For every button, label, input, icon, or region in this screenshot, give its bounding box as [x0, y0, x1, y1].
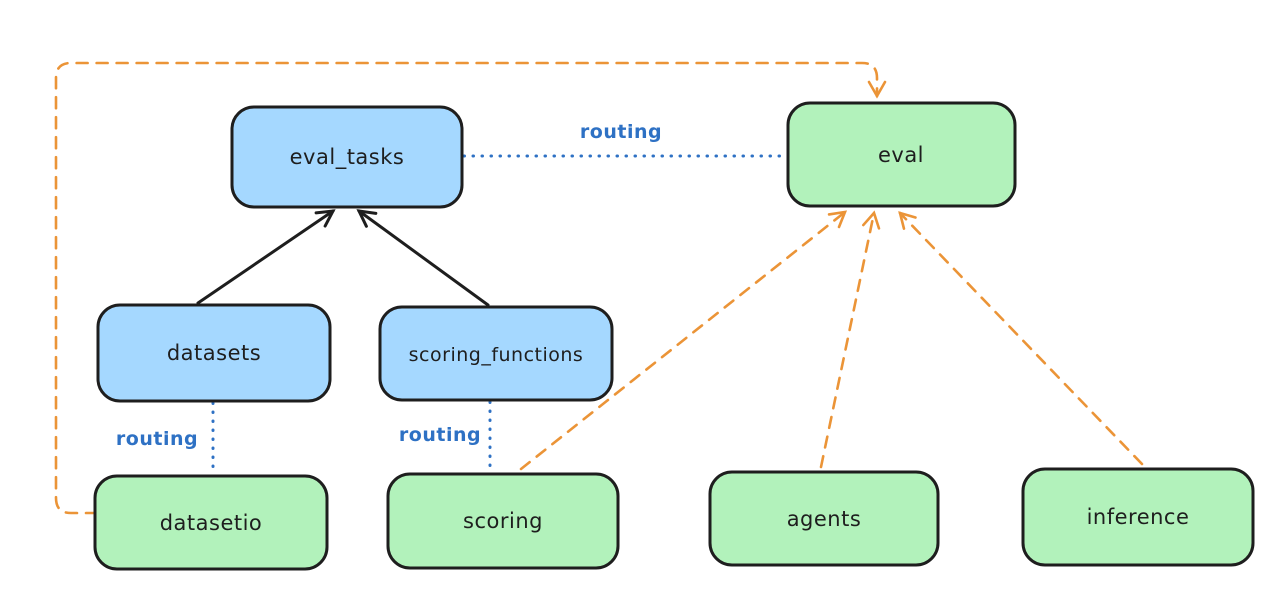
node-scoring-box	[386, 472, 620, 570]
node-scoring-functions-box	[378, 305, 614, 402]
edge-scoring-to-eval	[519, 210, 848, 471]
node-eval-tasks: eval_tasks	[230, 105, 464, 209]
routing-label-top: routing	[580, 121, 662, 143]
node-datasets-label: datasets	[167, 341, 261, 365]
node-datasetio: datasetio	[93, 474, 329, 571]
node-inference-box	[1021, 467, 1255, 567]
node-scoring-functions: scoring_functions	[378, 305, 614, 402]
node-eval: eval	[786, 101, 1017, 208]
edge-scoring-functions-to-eval-tasks	[356, 209, 490, 307]
node-eval-label: eval	[878, 143, 924, 167]
edge-inference-to-eval	[898, 211, 1144, 466]
node-datasets-box	[96, 303, 332, 403]
node-datasetio-label: datasetio	[160, 511, 263, 535]
node-datasets: datasets	[96, 303, 332, 403]
routing-label-left: routing	[116, 428, 198, 450]
node-eval-tasks-label: eval_tasks	[290, 145, 405, 170]
node-eval-tasks-box	[230, 105, 464, 209]
node-scoring-label: scoring	[463, 509, 543, 533]
edge-datasets-to-eval-tasks	[196, 209, 336, 305]
edge-agents-to-eval	[819, 210, 881, 469]
node-scoring-functions-label: scoring_functions	[409, 344, 584, 366]
node-agents-box	[708, 470, 940, 567]
node-agents: agents	[708, 470, 940, 567]
node-eval-box	[786, 101, 1017, 208]
node-inference-label: inference	[1087, 505, 1190, 529]
node-agents-label: agents	[787, 507, 862, 531]
edge-datasetio-to-eval	[54, 61, 887, 515]
node-scoring: scoring	[386, 472, 620, 570]
routing-label-mid: routing	[399, 424, 481, 446]
node-datasetio-box	[93, 474, 329, 571]
node-inference: inference	[1021, 467, 1255, 567]
